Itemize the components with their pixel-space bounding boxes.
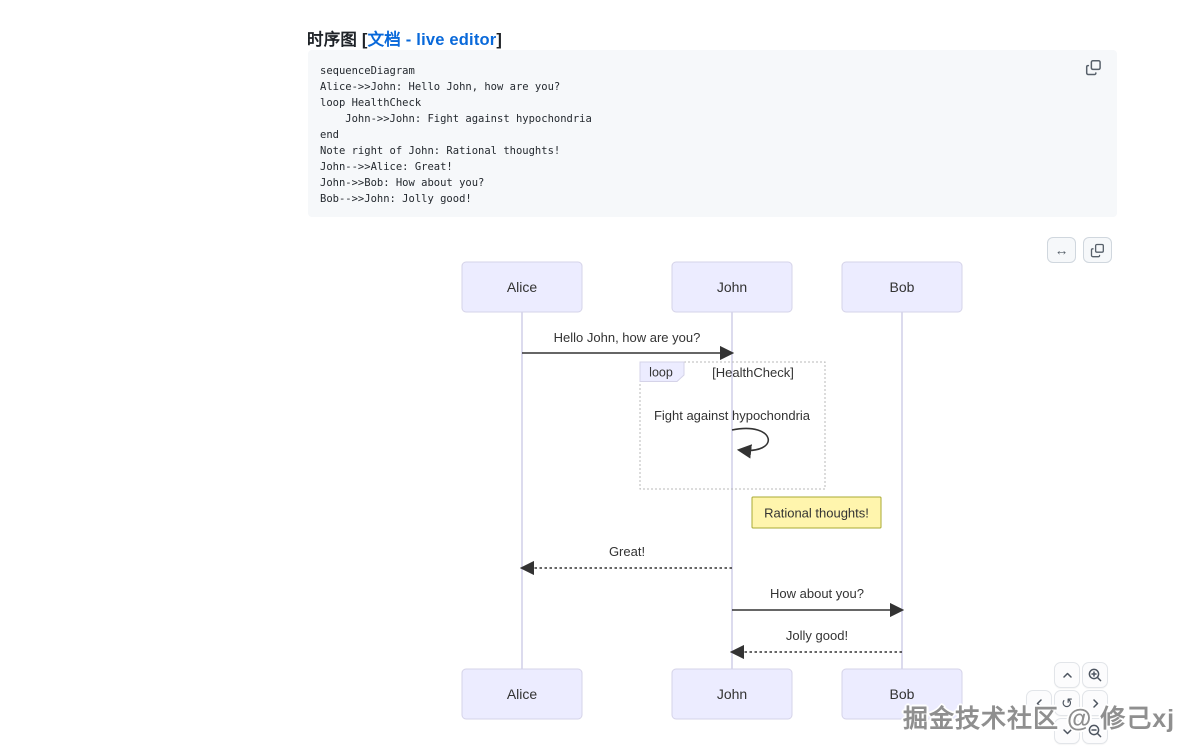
pan-right-button[interactable] [1082, 690, 1108, 716]
reset-icon: ↺ [1061, 695, 1073, 711]
actor-box-bob-bottom [841, 668, 963, 720]
actor-box-john-top [671, 261, 793, 313]
loop-label: loop [649, 366, 673, 380]
pan-up-button[interactable] [1054, 662, 1080, 688]
message-label-1: Hello John, how are you? [554, 330, 701, 345]
bracket-open: [ [361, 31, 368, 50]
link-separator: - [401, 31, 417, 50]
zoom-in-icon [1088, 668, 1102, 682]
message-label-3: Great! [609, 544, 645, 559]
chevron-left-icon [1036, 698, 1042, 708]
diagram-toolbar: ↔ [1047, 237, 1112, 263]
copy-code-button[interactable] [1082, 57, 1104, 79]
page-title: 时序图 [文档 - live editor] [307, 26, 502, 50]
pan-left-button[interactable] [1026, 690, 1052, 716]
chevron-down-icon [1062, 728, 1072, 734]
live-editor-link[interactable]: live editor [416, 31, 497, 50]
copy-icon [1090, 243, 1104, 257]
chevron-right-icon [1092, 698, 1098, 708]
code-text: sequenceDiagram Alice->>John: Hello John… [320, 65, 592, 205]
actor-box-john-bottom [671, 668, 793, 720]
message-label-5: Jolly good! [786, 628, 848, 643]
expand-horizontal-icon: ↔ [1054, 242, 1069, 258]
bracket-close: ] [496, 31, 503, 50]
pan-zoom-controls: ↺ [1026, 662, 1108, 744]
loop-label-tab [639, 361, 685, 382]
sequence-diagram: Alice John Bob Hello John, how are you? … [461, 261, 963, 720]
zoom-out-icon [1088, 724, 1102, 738]
actor-label-alice-bottom: Alice [507, 686, 538, 702]
note-text: Rational thoughts! [764, 506, 869, 521]
copy-icon [1085, 59, 1101, 76]
zoom-out-button[interactable] [1082, 718, 1108, 744]
actor-box-alice-bottom [461, 668, 583, 720]
expand-diagram-button[interactable]: ↔ [1047, 237, 1076, 263]
message-label-4: How about you? [770, 586, 864, 601]
code-block: sequenceDiagram Alice->>John: Hello John… [308, 50, 1117, 217]
pan-down-button[interactable] [1054, 718, 1080, 744]
message-self-arrow-2 [731, 427, 769, 459]
loop-condition: [HealthCheck] [712, 365, 794, 380]
actor-label-bob-bottom: Bob [890, 686, 915, 702]
chevron-up-icon [1062, 672, 1072, 678]
loop-frame [639, 361, 826, 490]
actor-label-alice-top: Alice [507, 279, 538, 295]
reset-view-button[interactable]: ↺ [1054, 690, 1080, 716]
actor-label-john-top: John [717, 279, 747, 295]
actor-box-alice-top [461, 261, 583, 313]
actor-label-john-bottom: John [717, 686, 747, 702]
zoom-in-button[interactable] [1082, 662, 1108, 688]
actor-box-bob-top [841, 261, 963, 313]
doc-link[interactable]: 文档 [367, 31, 402, 50]
title-text: 时序图 [307, 31, 358, 50]
message-label-2: Fight against hypochondria [654, 408, 811, 423]
note-box [751, 496, 882, 529]
copy-diagram-button[interactable] [1083, 237, 1112, 263]
actor-label-bob-top: Bob [890, 279, 915, 295]
